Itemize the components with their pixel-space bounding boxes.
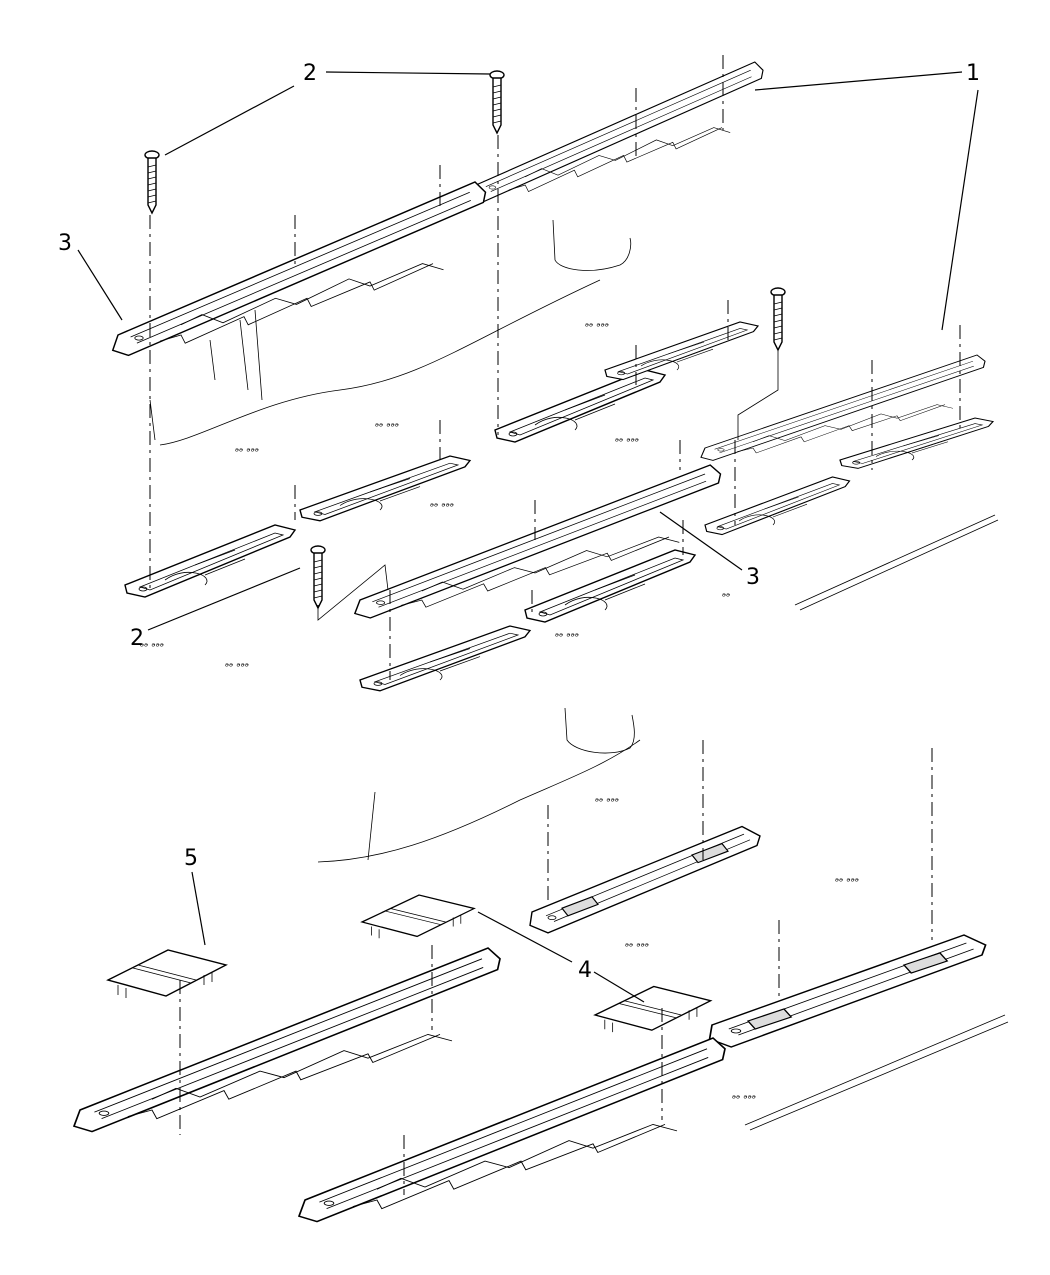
callout-5: 5 <box>184 846 198 871</box>
svg-text:ᵊᵊ ᵊᵊᵊ: ᵊᵊ ᵊᵊᵊ <box>225 662 249 673</box>
svg-text:ᵊᵊ ᵊᵊᵊ: ᵊᵊ ᵊᵊᵊ <box>430 502 454 513</box>
svg-text:ᵊᵊ ᵊᵊᵊ: ᵊᵊ ᵊᵊᵊ <box>140 642 164 653</box>
svg-text:ᵊᵊ ᵊᵊᵊ: ᵊᵊ ᵊᵊᵊ <box>555 632 579 643</box>
callout-1: 1 <box>966 61 980 86</box>
svg-text:ᵊᵊ ᵊᵊᵊ: ᵊᵊ ᵊᵊᵊ <box>595 797 619 808</box>
svg-text:ᵊᵊ ᵊᵊᵊ: ᵊᵊ ᵊᵊᵊ <box>732 1094 756 1105</box>
svg-text:ᵊᵊ ᵊᵊᵊ: ᵊᵊ ᵊᵊᵊ <box>585 322 609 333</box>
callout-2-top: 2 <box>303 61 317 86</box>
callout-3-middle: 3 <box>746 565 760 590</box>
callout-3-top: 3 <box>58 231 72 256</box>
svg-text:ᵊᵊ ᵊᵊᵊ: ᵊᵊ ᵊᵊᵊ <box>835 877 859 888</box>
svg-text:ᵊᵊ ᵊᵊᵊ: ᵊᵊ ᵊᵊᵊ <box>625 942 649 953</box>
callout-2-bottom: 2 <box>130 626 144 651</box>
svg-text:ᵊᵊ ᵊᵊᵊ: ᵊᵊ ᵊᵊᵊ <box>235 447 259 458</box>
svg-text:ᵊᵊ ᵊᵊᵊ: ᵊᵊ ᵊᵊᵊ <box>615 437 639 448</box>
callout-4: 4 <box>578 958 592 983</box>
svg-text:ᵊᵊ: ᵊᵊ <box>722 592 730 603</box>
svg-text:ᵊᵊ ᵊᵊᵊ: ᵊᵊ ᵊᵊᵊ <box>375 422 399 433</box>
